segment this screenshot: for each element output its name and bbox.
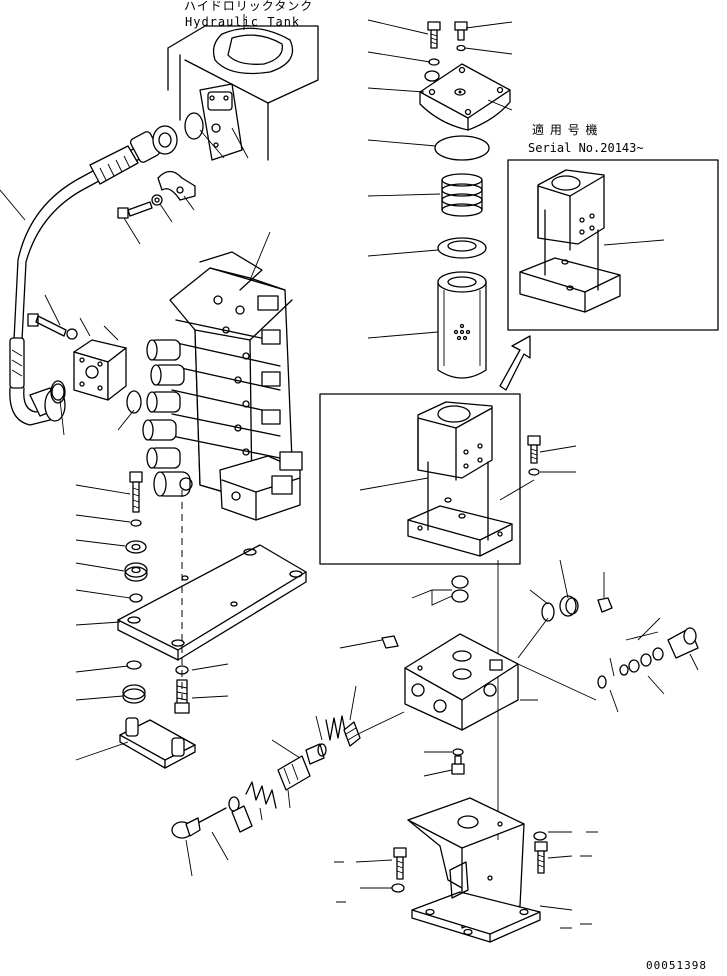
filter-valve	[437, 237, 487, 259]
washer	[428, 58, 440, 66]
washer	[391, 883, 405, 893]
filter-bracket	[407, 797, 541, 943]
spring-small	[325, 715, 347, 741]
hydraulic-hose	[9, 125, 178, 426]
washer	[628, 659, 640, 673]
rubber-cushion	[122, 684, 146, 704]
lock-washer	[456, 44, 466, 52]
serial-label-en: Serial No.20143~	[528, 141, 644, 155]
hose-clamp	[157, 170, 196, 201]
poppet	[305, 743, 327, 765]
knob	[171, 817, 201, 839]
plug-small	[451, 755, 465, 775]
hydraulic-tank	[167, 25, 319, 161]
control-valve	[142, 251, 303, 521]
o-ring	[50, 380, 66, 404]
valve-mounting-bolt	[129, 471, 143, 513]
valve-sleeve	[277, 755, 311, 791]
adjust-screw	[343, 721, 361, 747]
hydraulic-tank-label-en: Hydraulic Tank	[185, 15, 301, 29]
o-ring	[541, 602, 555, 622]
washer	[125, 540, 147, 554]
drawing-number: 00051398	[646, 959, 707, 972]
clamp-bolt	[117, 194, 163, 219]
hydraulic-tank-label-jp: ハイドロリックタンク	[184, 0, 314, 13]
case-bolt	[527, 435, 541, 464]
washer	[640, 653, 652, 667]
filter-cap-bolt	[427, 21, 468, 49]
elbow-fitting	[667, 627, 699, 659]
washer	[652, 647, 664, 661]
o-ring-large	[434, 135, 490, 161]
o-ring	[451, 589, 469, 603]
washer	[424, 70, 440, 82]
serial-label-jp: 適 用 号 機	[532, 123, 599, 137]
spacer	[129, 593, 143, 603]
plug-fitting	[559, 595, 579, 617]
spacer	[126, 660, 142, 670]
washer	[533, 831, 547, 841]
cap	[597, 597, 613, 613]
filter-case	[407, 401, 513, 557]
valve-block	[404, 633, 519, 731]
filter-cover	[419, 63, 511, 131]
fitting-bolt	[27, 313, 78, 340]
serial-variant-box	[507, 159, 719, 331]
adapter-block	[73, 339, 127, 401]
o-ring	[452, 748, 464, 756]
plug	[381, 635, 399, 649]
o-ring	[597, 675, 607, 689]
push-rod	[195, 807, 227, 825]
bracket-bolt	[393, 841, 548, 880]
bracket	[119, 717, 196, 769]
lock-washer	[130, 519, 142, 527]
spring-large	[245, 781, 277, 809]
washer	[528, 468, 540, 476]
rubber-cushion	[124, 562, 148, 582]
o-ring	[126, 390, 142, 414]
filter-case-variant	[519, 169, 621, 313]
washer	[619, 664, 629, 676]
spring	[441, 173, 483, 217]
spool	[231, 805, 253, 833]
o-ring	[451, 575, 469, 589]
filter-element	[437, 271, 487, 379]
filter-case-box	[319, 393, 521, 565]
mounting-plate	[117, 544, 307, 661]
arrow-icon	[499, 335, 531, 391]
